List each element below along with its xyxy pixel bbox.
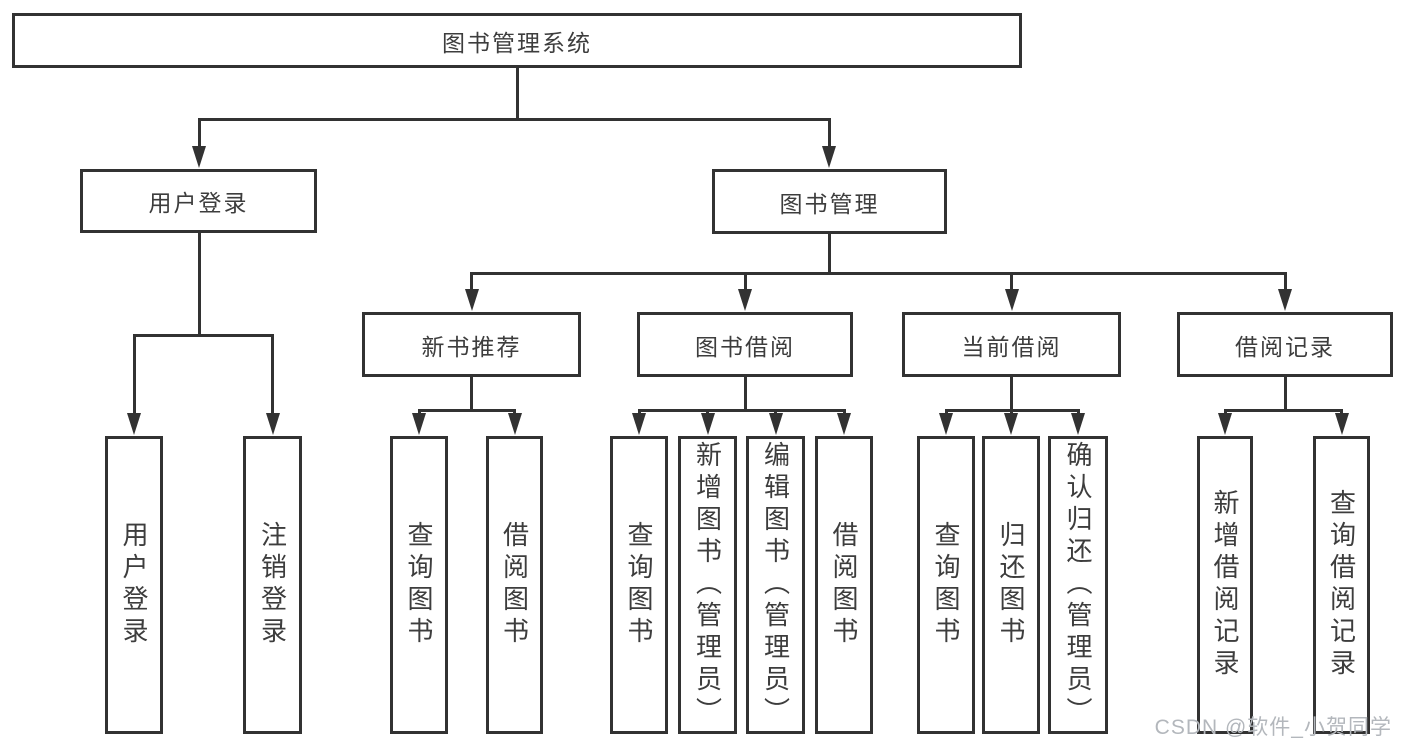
arrow-down-icon bbox=[632, 413, 646, 435]
arrow-shaft bbox=[1009, 410, 1013, 413]
connector-stem bbox=[515, 68, 519, 121]
arrow-shaft bbox=[827, 119, 831, 146]
arrow-down-icon bbox=[768, 413, 783, 435]
node-leaf-query-books-borrow: 查询图书 bbox=[610, 436, 668, 734]
node-label: 编辑图书（管理员） bbox=[760, 441, 791, 729]
node-leaf-user-login: 用户登录 bbox=[105, 436, 163, 734]
arrow-down-icon bbox=[1278, 289, 1292, 311]
node-label: 新增借阅记录 bbox=[1210, 489, 1240, 681]
arrow-down-icon bbox=[837, 413, 851, 435]
arrow-down-icon bbox=[464, 289, 479, 311]
arrow-down-icon bbox=[507, 413, 522, 435]
node-label: 查询图书 bbox=[931, 521, 961, 649]
node-label: 归还图书 bbox=[996, 521, 1026, 649]
node-label: 图书借阅 bbox=[695, 333, 795, 360]
node-user-login: 用户登录 bbox=[80, 169, 317, 233]
connector-bar bbox=[470, 271, 1287, 275]
node-book-management: 图书管理 bbox=[712, 169, 947, 234]
connector-stem bbox=[828, 234, 831, 275]
node-leaf-logout: 注销登录 bbox=[243, 436, 302, 734]
arrow-shaft bbox=[470, 273, 473, 289]
connector-bar bbox=[197, 117, 831, 121]
arrow-down-icon bbox=[1004, 289, 1019, 311]
arrow-shaft bbox=[944, 410, 948, 413]
node-label: 当前借阅 bbox=[961, 333, 1062, 360]
connector-stem bbox=[1283, 377, 1287, 412]
node-borrowing-records: 借阅记录 bbox=[1177, 312, 1393, 377]
node-label: 借阅图书 bbox=[829, 521, 859, 649]
connector-stem bbox=[470, 377, 473, 412]
connector-bar bbox=[637, 408, 846, 412]
node-leaf-borrow-books: 借阅图书 bbox=[815, 436, 873, 734]
node-label: 确认归还（管理员） bbox=[1063, 441, 1093, 729]
arrow-shaft bbox=[417, 410, 421, 413]
connector-stem bbox=[1010, 377, 1013, 412]
arrow-shaft bbox=[197, 119, 201, 146]
node-label: 注销登录 bbox=[257, 521, 288, 649]
arrow-shaft bbox=[513, 410, 516, 413]
connector-stem bbox=[197, 233, 201, 337]
arrow-down-icon bbox=[1218, 413, 1232, 435]
arrow-down-icon bbox=[939, 413, 953, 435]
node-leaf-borrow-books-recommend: 借阅图书 bbox=[486, 436, 543, 734]
node-label: 图书管理系统 bbox=[442, 29, 592, 56]
arrow-shaft bbox=[842, 410, 846, 413]
arrow-shaft bbox=[637, 410, 641, 413]
node-new-book-recommend: 新书推荐 bbox=[362, 312, 581, 377]
node-label: 用户登录 bbox=[119, 521, 149, 649]
arrow-shaft bbox=[774, 410, 777, 413]
arrow-shaft bbox=[743, 273, 747, 289]
node-label: 新书推荐 bbox=[421, 333, 522, 360]
arrow-shaft bbox=[1010, 273, 1013, 289]
node-leaf-query-borrow-record: 查询借阅记录 bbox=[1313, 436, 1370, 734]
arrow-shaft bbox=[706, 410, 709, 413]
arrow-shaft bbox=[132, 335, 136, 413]
arrow-down-icon bbox=[738, 289, 752, 311]
arrow-down-icon bbox=[1071, 413, 1085, 435]
node-leaf-edit-book-admin: 编辑图书（管理员） bbox=[746, 436, 805, 734]
node-label: 查询借阅记录 bbox=[1326, 489, 1357, 681]
node-label: 查询图书 bbox=[624, 521, 654, 649]
arrow-shaft bbox=[1283, 273, 1287, 289]
node-leaf-add-borrow-record: 新增借阅记录 bbox=[1197, 436, 1253, 734]
node-label: 借阅图书 bbox=[499, 521, 530, 649]
connector-bar bbox=[1223, 408, 1343, 412]
node-leaf-add-book-admin: 新增图书（管理员） bbox=[678, 436, 737, 734]
node-label: 查询图书 bbox=[404, 521, 434, 649]
arrow-down-icon bbox=[192, 146, 206, 168]
connector-stem bbox=[743, 377, 747, 412]
node-label: 图书管理 bbox=[779, 190, 880, 217]
arrow-shaft bbox=[1223, 410, 1227, 413]
node-label: 新增图书（管理员） bbox=[692, 441, 723, 729]
arrow-shaft bbox=[271, 335, 274, 413]
arrow-down-icon bbox=[265, 413, 280, 435]
arrow-down-icon bbox=[822, 146, 836, 168]
arrow-down-icon bbox=[127, 413, 141, 435]
node-leaf-query-books-recommend: 查询图书 bbox=[390, 436, 448, 734]
csdn-watermark: CSDN @软件_小贺同学 bbox=[1154, 716, 1392, 739]
arrow-down-icon bbox=[700, 413, 715, 435]
node-library-management-system: 图书管理系统 bbox=[12, 13, 1022, 68]
node-leaf-confirm-return-admin: 确认归还（管理员） bbox=[1048, 436, 1108, 734]
connector-bar bbox=[417, 408, 516, 412]
node-current-borrowing: 当前借阅 bbox=[902, 312, 1121, 377]
arrow-down-icon bbox=[1004, 413, 1018, 435]
arrow-down-icon bbox=[1334, 413, 1349, 435]
arrow-shaft bbox=[1076, 410, 1080, 413]
node-label: 用户登录 bbox=[148, 190, 249, 216]
node-leaf-return-book: 归还图书 bbox=[982, 436, 1040, 734]
node-label: 借阅记录 bbox=[1235, 333, 1335, 360]
connector-bar bbox=[132, 333, 274, 337]
node-leaf-query-books-current: 查询图书 bbox=[917, 436, 975, 734]
arrow-shaft bbox=[1340, 410, 1343, 413]
node-book-borrowing: 图书借阅 bbox=[637, 312, 853, 377]
arrow-down-icon bbox=[412, 413, 426, 435]
